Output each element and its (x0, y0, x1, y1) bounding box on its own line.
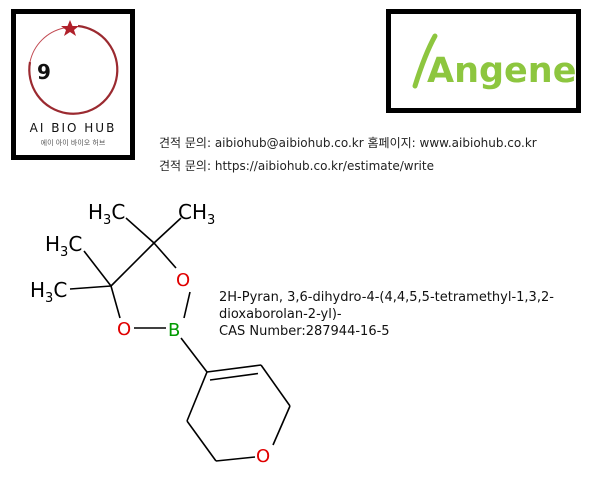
bond-c5-ch3-left (125, 217, 155, 244)
bond-lines (69, 217, 291, 462)
ch3-top-right-label: CH3 (178, 200, 215, 228)
contact-line-2: 견적 문의: https://aibiohub.co.kr/estimate/w… (159, 159, 434, 173)
bond-c4-o3 (110, 285, 121, 319)
logo-ring-arc (28, 24, 119, 115)
bond-o1-b (183, 291, 191, 319)
bond-c5-o1 (153, 242, 177, 269)
oxygen-lower-label: O (117, 319, 131, 340)
star-icon (61, 20, 79, 36)
bond-c2-c3 (186, 420, 217, 462)
bond-c4-c5-double (206, 364, 262, 373)
logo-korean-name: 에이 아이 바이오 허브 (41, 138, 106, 147)
cas-number: CAS Number:287944-16-5 (219, 324, 390, 339)
oxygen-upper-label: O (176, 270, 190, 291)
angene-logo-mark: Angene (412, 33, 576, 91)
bond-c4-ch3-lower (69, 285, 112, 290)
logo-number: 9 (37, 60, 51, 84)
bond-o-c2 (215, 456, 256, 462)
bond-b-c4pyran (180, 337, 208, 373)
angene-wordmark: Angene (427, 51, 576, 91)
angene-logo: Angene (386, 9, 581, 113)
bond-c5-c6 (260, 364, 291, 407)
logo-name: AI BIO HUB (30, 121, 117, 135)
aibiohub-logo: 9 AI BIO HUB 에이 아이 바이오 허브 (11, 9, 135, 160)
ch3-low-left-label: H3C (30, 278, 67, 306)
compound-name-line-1: 2H-Pyran, 3,6-dihydro-4-(4,4,5,5-tetrame… (219, 290, 554, 305)
ch3-mid-left-label: H3C (45, 232, 82, 260)
ch3-top-left-label: H3C (88, 200, 125, 228)
compound-name-line-2: dioxaborolan-2-yl)- (219, 307, 342, 322)
oxygen-ring-label: O (256, 446, 270, 467)
bond-c6-o (272, 405, 291, 446)
angene-swoosh (412, 33, 438, 89)
bond-c3-c4 (186, 371, 208, 422)
contact-line-1: 견적 문의: aibiohub@aibiohub.co.kr 홈페이지: www… (159, 136, 537, 150)
bond-c5-c4 (110, 242, 155, 287)
bond-c5-ch3-right (153, 217, 182, 244)
boron-label: B (168, 320, 180, 341)
logo-ring-thin (29, 27, 65, 63)
bond-c4-ch3-upper (83, 250, 112, 287)
aibiohub-logo-mark: 9 AI BIO HUB 에이 아이 바이오 허브 (28, 20, 119, 147)
bond-c4-c5-double-inner (209, 372, 259, 381)
